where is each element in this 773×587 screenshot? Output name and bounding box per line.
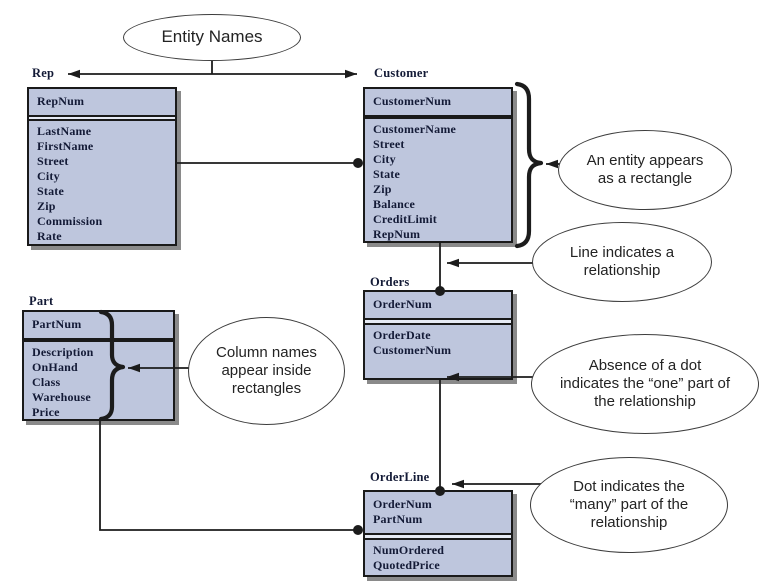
entity-label-orderline: OrderLine	[370, 470, 430, 484]
callout-text: Line indicates a relationship	[569, 243, 675, 279]
callout-text: Absence of a dot indicates the “one” par…	[559, 356, 731, 411]
column-name: Description	[32, 345, 94, 359]
column-name: CustomerNum	[373, 343, 452, 357]
column-name: QuotedPrice	[373, 558, 440, 572]
column-name: OrderNum	[373, 297, 432, 311]
callout-text: Column names appear inside rectangles	[216, 343, 317, 398]
header-body-divider	[365, 535, 511, 538]
header-body-divider	[29, 117, 175, 119]
column-name: CustomerName	[373, 122, 457, 136]
column-name: Warehouse	[32, 390, 91, 404]
many-dot-customer	[353, 158, 363, 168]
header-body-divider	[365, 320, 511, 323]
many-dot-orderline-left	[353, 525, 363, 535]
column-name: Balance	[373, 197, 416, 211]
column-name: Price	[32, 405, 60, 419]
column-name: RepNum	[373, 227, 421, 241]
column-name: Street	[37, 154, 69, 168]
column-name: RepNum	[37, 94, 85, 108]
column-name: OrderNum	[373, 497, 432, 511]
column-name: City	[37, 169, 60, 183]
column-name: CustomerNum	[373, 94, 452, 108]
column-name: Rate	[37, 229, 62, 243]
callout-text: An entity appears as a rectangle	[586, 151, 704, 187]
column-name: PartNum	[32, 317, 82, 331]
entity-header: CustomerNum	[365, 89, 511, 117]
entity-header: RepNum	[29, 89, 175, 117]
entity-header: PartNum	[24, 312, 173, 340]
column-name: CreditLimit	[373, 212, 437, 226]
callout-entity-names: Entity Names	[123, 14, 301, 61]
curly-brace-customer	[514, 81, 544, 249]
column-name: State	[37, 184, 64, 198]
callout-entity-rectangle: An entity appears as a rectangle	[558, 130, 732, 210]
column-name: Street	[373, 137, 405, 151]
callout-dot-many: Dot indicates the “many” part of the rel…	[530, 457, 728, 553]
column-name: City	[373, 152, 396, 166]
entity-label-customer: Customer	[374, 66, 429, 80]
entity-label-orders: Orders	[370, 275, 410, 289]
relationship-line-part-orderline	[99, 421, 359, 531]
column-name: FirstName	[37, 139, 94, 153]
column-name: LastName	[37, 124, 92, 138]
column-name: State	[373, 167, 400, 181]
column-name: Zip	[373, 182, 392, 196]
entity-label-part: Part	[29, 294, 54, 308]
callout-text: Entity Names	[161, 27, 263, 47]
callout-line-relationship: Line indicates a relationship	[532, 222, 712, 302]
column-name: PartNum	[373, 512, 423, 526]
callout-text: Dot indicates the “many” part of the rel…	[569, 477, 689, 532]
column-name: Class	[32, 375, 61, 389]
column-name: Commission	[37, 214, 103, 228]
entity-header: OrderNum	[365, 292, 511, 320]
callout-column-names: Column names appear inside rectangles	[188, 317, 345, 425]
column-name: OrderDate	[373, 328, 431, 342]
column-name: NumOrdered	[373, 543, 445, 557]
entity-label-rep: Rep	[32, 66, 55, 80]
column-name: Zip	[37, 199, 56, 213]
callout-absence-of-dot: Absence of a dot indicates the “one” par…	[531, 334, 759, 434]
column-name: OnHand	[32, 360, 78, 374]
